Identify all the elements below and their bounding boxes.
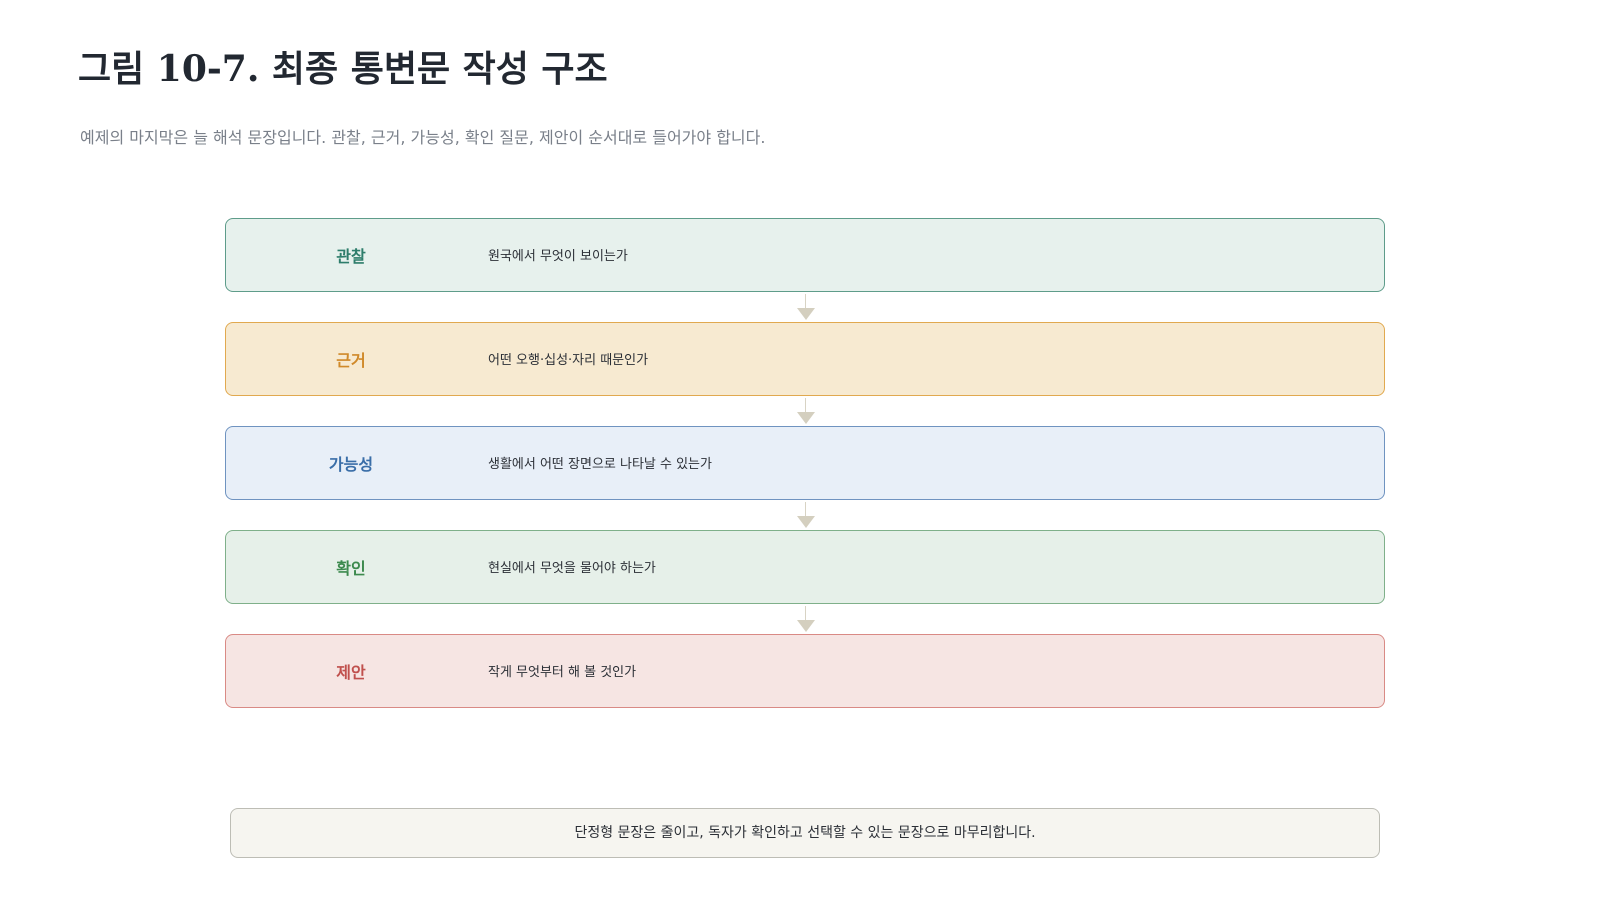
flow-arrow	[225, 292, 1385, 322]
step-description: 어떤 오행·십성·자리 때문인가	[488, 353, 649, 368]
flow-arrow	[225, 396, 1385, 426]
arrow-down-icon	[797, 412, 815, 424]
flow-arrow	[225, 500, 1385, 530]
step-label: 가능성	[328, 455, 374, 474]
step-label: 제안	[336, 663, 366, 682]
step-description: 생활에서 어떤 장면으로 나타날 수 있는가	[488, 457, 712, 472]
page-title: 그림 10-7. 최종 통변문 작성 구조	[78, 48, 608, 90]
arrow-down-icon	[797, 620, 815, 632]
step-box-confirmation: 확인 현실에서 무엇을 물어야 하는가	[225, 530, 1385, 604]
arrow-line	[805, 294, 806, 312]
arrow-line	[805, 606, 806, 624]
step-box-suggestion: 제안 작게 무엇부터 해 볼 것인가	[225, 634, 1385, 708]
arrow-line	[805, 502, 806, 520]
step-label: 관찰	[336, 247, 366, 266]
arrow-line	[805, 398, 806, 416]
step-description: 원국에서 무엇이 보이는가	[488, 249, 628, 264]
step-label: 근거	[336, 351, 366, 370]
step-box-possibility: 가능성 생활에서 어떤 장면으로 나타날 수 있는가	[225, 426, 1385, 500]
step-description: 현실에서 무엇을 물어야 하는가	[488, 561, 656, 576]
step-label: 확인	[336, 559, 366, 578]
arrow-down-icon	[797, 516, 815, 528]
note-box: 단정형 문장은 줄이고, 독자가 확인하고 선택할 수 있는 문장으로 마무리합…	[230, 808, 1380, 858]
step-box-evidence: 근거 어떤 오행·십성·자리 때문인가	[225, 322, 1385, 396]
flow-arrow	[225, 604, 1385, 634]
arrow-down-icon	[797, 308, 815, 320]
flow-diagram: 관찰 원국에서 무엇이 보이는가 근거 어떤 오행·십성·자리 때문인가 가능성…	[225, 218, 1385, 708]
step-box-observation: 관찰 원국에서 무엇이 보이는가	[225, 218, 1385, 292]
step-description: 작게 무엇부터 해 볼 것인가	[488, 665, 637, 680]
page-subtitle: 예제의 마지막은 늘 해석 문장입니다. 관찰, 근거, 가능성, 확인 질문,…	[80, 128, 766, 147]
